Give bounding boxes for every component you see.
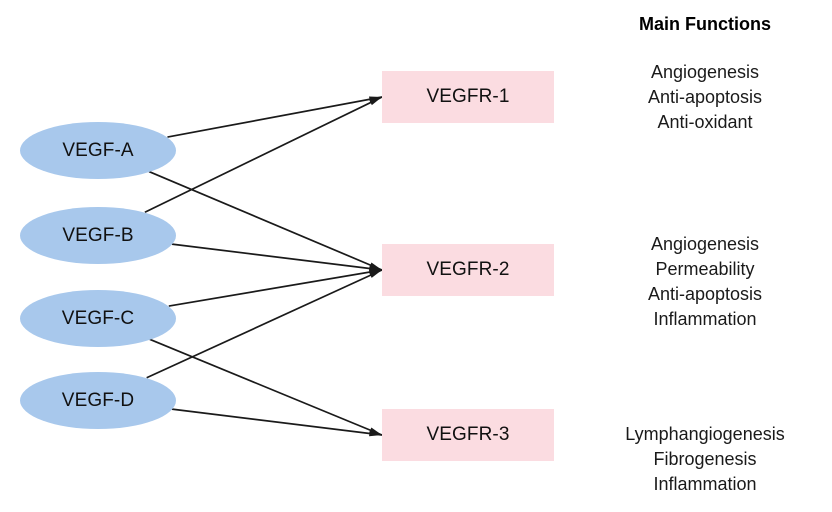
- receptor-label: VEGFR-3: [426, 424, 510, 445]
- function-line: Inflammation: [653, 474, 757, 494]
- edge-vegf-b-to-vegfr-2: [171, 243, 383, 272]
- ligand-label: VEGF-C: [61, 307, 135, 329]
- function-line: Anti-oxidant: [657, 112, 753, 132]
- receptor-node-vegfr-1[interactable]: VEGFR-1: [382, 71, 554, 123]
- main-functions-heading: Main Functions: [639, 14, 771, 34]
- function-line: Inflammation: [653, 309, 757, 329]
- arrowhead: [369, 430, 382, 437]
- function-line: Lymphangiogenesis: [625, 424, 785, 444]
- edge-vegf-d-to-vegfr-2: [146, 269, 383, 379]
- receptor-label: VEGFR-2: [426, 259, 510, 280]
- function-line: Angiogenesis: [650, 62, 760, 82]
- function-line: Permeability: [655, 259, 755, 279]
- edge-vegf-c-to-vegfr-2: [168, 269, 383, 307]
- ligand-node-vegf-a[interactable]: VEGF-A: [20, 122, 176, 179]
- ligand-node-vegf-c[interactable]: VEGF-C: [20, 290, 176, 347]
- function-line: Anti-apoptosis: [647, 87, 763, 107]
- arrowhead: [369, 270, 382, 278]
- ligand-label: VEGF-A: [62, 139, 134, 161]
- edge-vegf-a-to-vegfr-1: [167, 96, 383, 138]
- function-line: Angiogenesis: [650, 234, 760, 254]
- edge-vegf-b-to-vegfr-1: [144, 96, 383, 213]
- receptor-label: VEGFR-1: [426, 86, 510, 107]
- receptor-node-vegfr-3[interactable]: VEGFR-3: [382, 409, 554, 461]
- ligand-label: VEGF-D: [61, 389, 135, 411]
- ligand-label: VEGF-B: [62, 224, 134, 246]
- arrowhead: [369, 97, 382, 106]
- ligand-node-vegf-b[interactable]: VEGF-B: [20, 207, 176, 264]
- ligand-node-vegf-d[interactable]: VEGF-D: [20, 372, 176, 429]
- edge-vegf-d-to-vegfr-3: [171, 408, 383, 437]
- receptor-node-vegfr-2[interactable]: VEGFR-2: [382, 244, 554, 296]
- function-line: Anti-apoptosis: [647, 284, 763, 304]
- function-line: Fibrogenesis: [653, 449, 757, 469]
